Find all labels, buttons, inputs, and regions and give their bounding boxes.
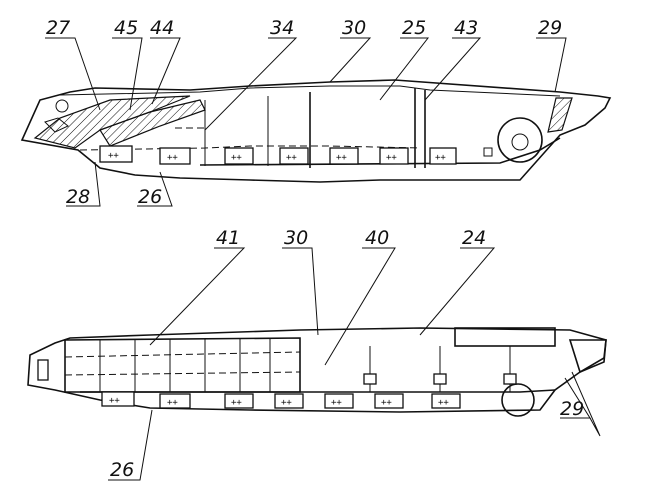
tank-mark: ++ [331,398,342,408]
label-43: 43 [454,17,478,39]
mount [363,373,377,385]
tank [224,393,254,409]
label-26: 26 [138,186,162,208]
top-hull-view: ++ ++ ++ ++ ++ ++ ++ [20,17,612,208]
nose-port [55,99,69,113]
label-30: 30 [342,17,366,39]
top-deck-line [59,85,561,97]
top-leaders [45,37,567,207]
label-24: 24 [462,227,486,249]
top-callout-labels: 27 45 44 34 30 25 43 29 28 26 [46,17,562,208]
tank [429,147,457,165]
label-26b: 26 [110,459,134,481]
engine-block [454,327,556,347]
mount [503,373,517,385]
tank [374,393,404,409]
label-29: 29 [538,17,562,39]
label-25: 25 [402,17,426,39]
label-41: 41 [216,227,240,249]
rear-idler [501,383,535,417]
tank [224,147,254,165]
lower-floor [80,389,556,393]
bottom-leaders [108,247,601,481]
tank [99,145,133,163]
tank [279,147,309,165]
tank-mark: ++ [108,151,119,161]
label-29b: 29 [560,398,584,420]
tank-mark: ++ [109,396,120,406]
rear-wheel-hub [511,133,529,151]
rear-armour-hatched [547,97,573,133]
tank [329,147,359,165]
tank-mark: ++ [381,398,392,408]
tank [274,393,304,409]
tank [431,393,461,409]
bottom-hull-view: ++ ++ ++ ++ ++ ++ ++ 41 30 40 [27,227,607,481]
label-28: 28 [66,186,90,208]
tank-mark: ++ [386,153,397,163]
top-fuel-tanks: ++ ++ ++ ++ ++ ++ ++ [99,145,457,165]
top-hull-outline [20,79,612,183]
label-45: 45 [114,17,138,39]
bottom-fuel-tanks: ++ ++ ++ ++ ++ ++ ++ [101,391,461,409]
bottom-callout-labels: 41 30 40 24 26 29 [110,227,584,481]
left-bracket [37,359,49,381]
rear-nose [568,339,607,374]
label-34: 34 [270,17,294,39]
tank-mark: ++ [438,398,449,408]
tank [324,393,354,409]
tank-mark: ++ [231,153,242,163]
label-44: 44 [150,17,174,39]
rear-bracket [483,147,493,157]
mount [433,373,447,385]
upper-dashed-2 [64,371,301,376]
tank [159,393,191,409]
nose-detail [44,117,69,133]
label-27: 27 [46,17,70,39]
tank [379,147,409,165]
rear-wheel [497,117,543,163]
label-40: 40 [365,227,389,249]
fuel-line-dashed-2 [175,127,206,140]
tank-mark: ++ [231,398,242,408]
nose-armour-hatched [33,95,191,149]
tank-mark: ++ [435,153,446,163]
tank [101,391,135,407]
upper-dashed [64,351,301,358]
tank-mark: ++ [281,398,292,408]
tank-mark: ++ [167,398,178,408]
tank [159,147,191,165]
tank-mark: ++ [167,153,178,163]
label-30b: 30 [284,227,308,249]
tank-mark: ++ [336,153,347,163]
tank-mark: ++ [286,153,297,163]
